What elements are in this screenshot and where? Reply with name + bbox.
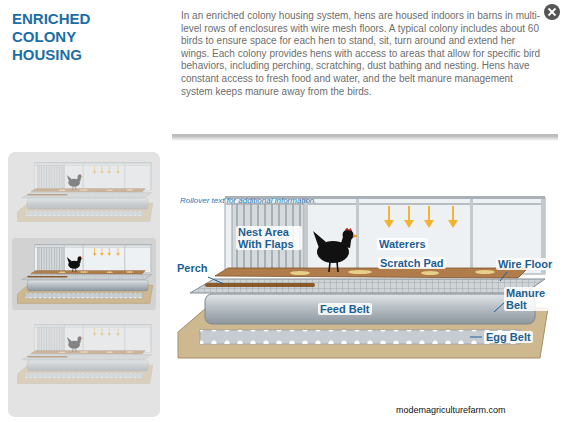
part-label: Nest Area With Flaps — [236, 226, 302, 250]
close-button — [544, 4, 560, 20]
part-label: Perch — [175, 262, 210, 274]
part-label: Manure Belt — [504, 287, 558, 311]
part-label: Feed Belt — [318, 303, 372, 315]
part-label: Waterers — [377, 238, 428, 250]
watermark: modemagriculturefarm.com — [396, 405, 506, 415]
part-label: Egg Belt — [484, 331, 533, 343]
panel-title: ENRICHED COLONY HOUSING — [12, 10, 124, 64]
part-label: Scratch Pad — [378, 257, 446, 269]
colony-cage — [178, 196, 548, 358]
rollover-hint: Rollover text for additional information… — [180, 196, 317, 205]
description-text: In an enriched colony housing system, he… — [181, 10, 543, 98]
part-label: Wire Floor — [496, 258, 554, 270]
thumbnail-panel — [8, 152, 160, 417]
